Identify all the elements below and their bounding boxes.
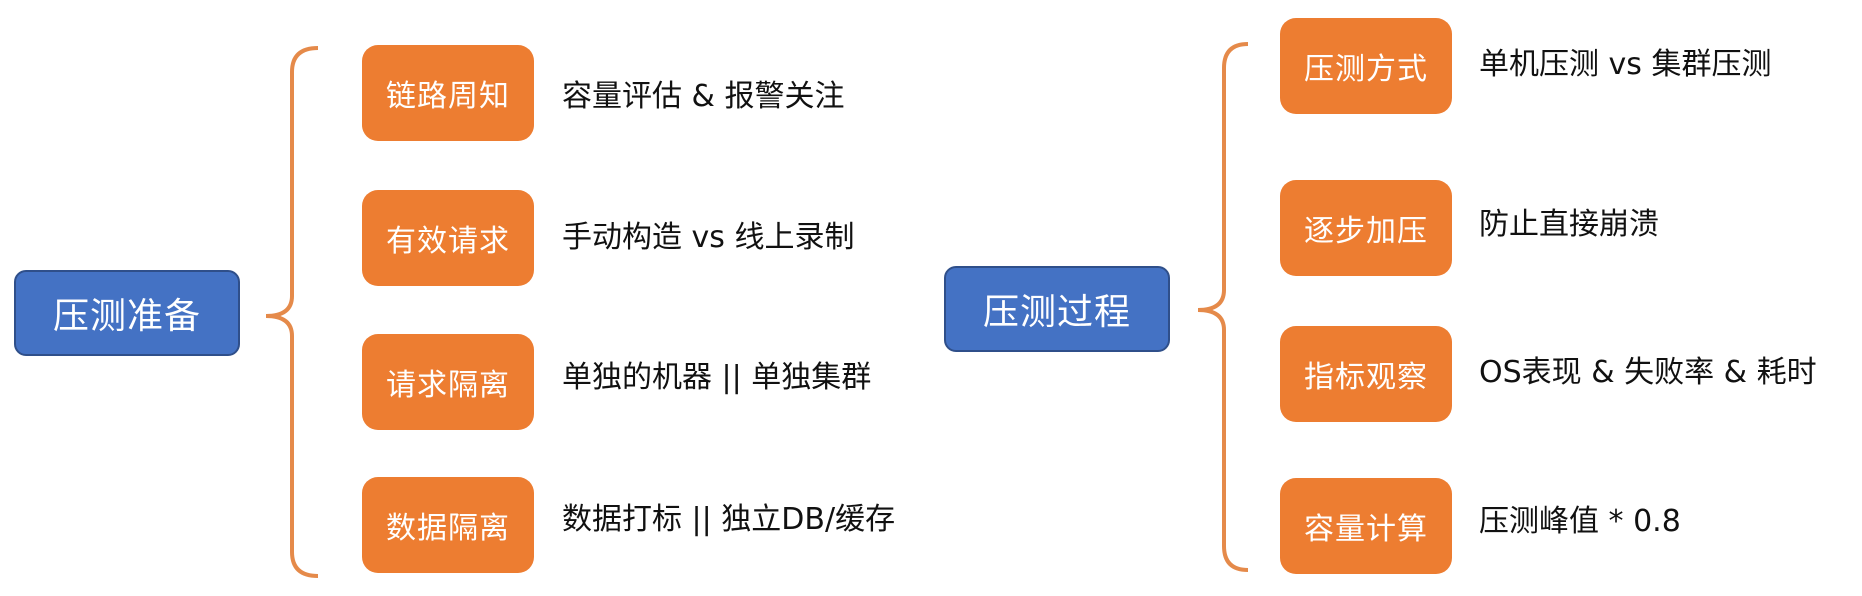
node-data-isolation: 数据隔离 xyxy=(362,477,534,573)
node-desc: 单独的机器 || 单独集群 xyxy=(562,360,872,395)
node-label: 指标观察 xyxy=(1304,360,1428,395)
node-desc: 数据打标 || 独立DB/缓存 xyxy=(562,502,896,537)
root-node-prep-label: 压测准备 xyxy=(52,296,201,337)
node-desc: 容量评估 & 报警关注 xyxy=(562,79,845,114)
root-node-process: 压测过程 xyxy=(944,266,1170,352)
left-group-brace xyxy=(265,46,319,578)
node-label: 链路周知 xyxy=(386,79,510,114)
node-label: 请求隔离 xyxy=(386,368,510,403)
node-capacity-calc: 容量计算 xyxy=(1280,478,1452,574)
node-link-awareness: 链路周知 xyxy=(362,45,534,141)
root-node-process-label: 压测过程 xyxy=(982,292,1131,333)
node-desc: 手动构造 vs 线上录制 xyxy=(562,220,855,255)
node-gradual-load: 逐步加压 xyxy=(1280,180,1452,276)
node-desc: 压测峰值 * 0.8 xyxy=(1479,504,1681,539)
node-test-mode: 压测方式 xyxy=(1280,18,1452,114)
node-label: 有效请求 xyxy=(386,224,510,259)
node-label: 数据隔离 xyxy=(386,511,510,546)
node-desc: 单机压测 vs 集群压测 xyxy=(1479,47,1772,82)
node-request-isolation: 请求隔离 xyxy=(362,334,534,430)
node-label: 压测方式 xyxy=(1304,52,1428,87)
root-node-prep: 压测准备 xyxy=(14,270,240,356)
node-desc: OS表现 & 失败率 & 耗时 xyxy=(1479,355,1817,390)
node-desc: 防止直接崩溃 xyxy=(1479,207,1659,242)
node-valid-requests: 有效请求 xyxy=(362,190,534,286)
node-label: 容量计算 xyxy=(1304,512,1428,547)
node-metric-watch: 指标观察 xyxy=(1280,326,1452,422)
node-label: 逐步加压 xyxy=(1304,214,1428,249)
right-group-brace xyxy=(1197,42,1249,572)
